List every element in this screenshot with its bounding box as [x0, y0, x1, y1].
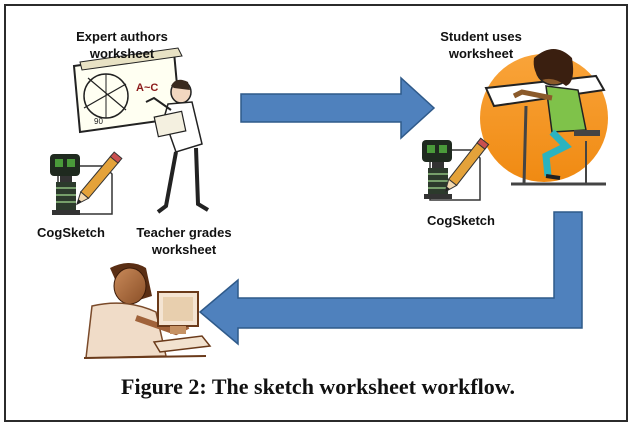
arrow-turn-left	[198, 211, 583, 346]
arrow-right	[240, 76, 436, 140]
student-drawing-icon	[480, 49, 608, 186]
cogsketch-label-left-text: CogSketch	[37, 225, 105, 240]
cogsketch-label-right: CogSketch	[416, 212, 506, 229]
cogsketch-label-right-text: CogSketch	[427, 213, 495, 228]
teacher-computer-icon	[83, 263, 212, 359]
student-label: Student uses worksheet	[426, 28, 536, 62]
workflow-diagram: A~C 90	[50, 47, 608, 359]
teacher-label-line2: worksheet	[151, 242, 217, 257]
teacher-label-line1: Teacher grades	[136, 225, 232, 240]
teacher-label: Teacher grades worksheet	[124, 224, 244, 258]
teacher-presenting-icon: A~C 90	[72, 47, 210, 214]
figure-frame: A~C 90	[4, 4, 628, 422]
pencil-icon-left	[76, 151, 123, 206]
student-label-line2: worksheet	[448, 46, 514, 61]
cogsketch-robot-icon-right	[422, 140, 481, 201]
expert-label: Expert authors worksheet	[62, 28, 182, 62]
pencil-icon-right	[444, 137, 490, 193]
expert-label-line1: Expert authors	[76, 29, 168, 44]
cogsketch-robot-icon-left	[50, 154, 113, 215]
board-angle: 90	[94, 117, 103, 126]
cogsketch-label-left: CogSketch	[26, 224, 116, 241]
expert-label-line2: worksheet	[89, 46, 155, 61]
board-text: A~C	[136, 82, 158, 94]
figure-caption: Figure 2: The sketch worksheet workflow.	[121, 374, 515, 399]
student-label-line1: Student uses	[440, 29, 522, 44]
